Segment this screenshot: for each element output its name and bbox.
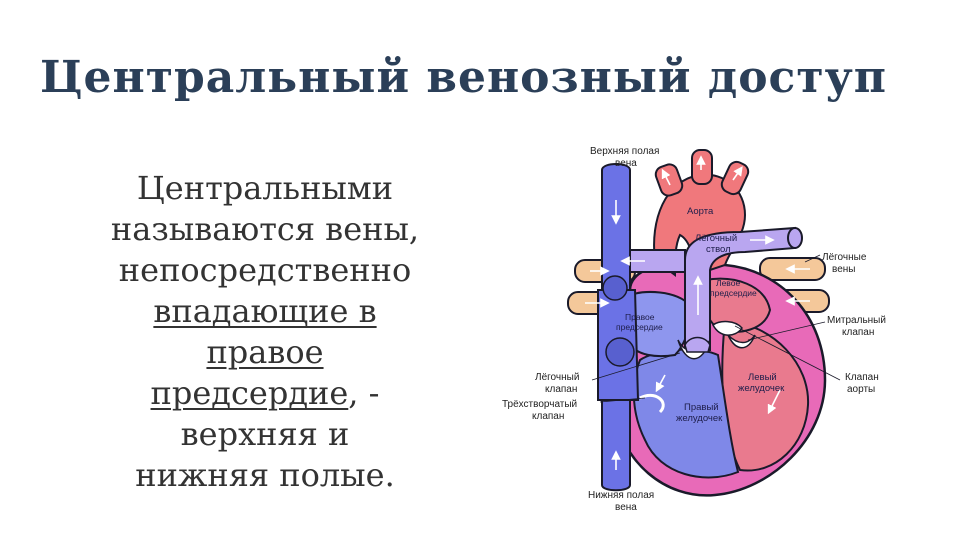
label-pulmonary-trunk: ствол bbox=[706, 244, 731, 255]
label-right-ventricle: Правый bbox=[684, 402, 719, 413]
body-line: , - bbox=[348, 374, 380, 412]
label-pulmonary-valve: клапан bbox=[545, 384, 577, 395]
label-aorta: Аорта bbox=[687, 206, 714, 217]
body-text: Центральными называются вены, непосредст… bbox=[80, 168, 450, 496]
body-line-link[interactable]: впадающие в bbox=[153, 292, 377, 330]
label-mitral-valve: Митральный bbox=[827, 315, 886, 326]
label-right-ventricle: желудочек bbox=[676, 413, 723, 424]
label-tricuspid-valve: Трёхстворчатый bbox=[502, 399, 577, 410]
aortic-valve bbox=[712, 320, 743, 336]
body-line: называются вены, bbox=[110, 210, 420, 248]
body-line: нижняя полые. bbox=[135, 456, 395, 494]
label-left-ventricle: желудочек bbox=[738, 383, 785, 394]
inferior-vena-cava bbox=[601, 379, 631, 492]
label-pulmonary-veins: Лёгочные bbox=[822, 252, 867, 263]
label-right-atrium: предсердие bbox=[616, 322, 663, 332]
heart-diagram: Верхняя полая вена Аорта Лёгочный ствол … bbox=[502, 146, 886, 513]
label-right-atrium: Правое bbox=[625, 312, 655, 322]
mitral-valve bbox=[727, 334, 756, 349]
body-line-link[interactable]: правое bbox=[206, 333, 324, 371]
label-ivc: вена bbox=[615, 502, 637, 513]
label-svc: вена bbox=[615, 158, 637, 169]
flow-arrows bbox=[585, 155, 810, 470]
label-pulmonary-veins: вены bbox=[832, 264, 855, 275]
body-line: верхняя и bbox=[180, 415, 350, 453]
label-pulmonary-valve: Лёгочный bbox=[535, 372, 579, 383]
label-aortic-valve: Клапан bbox=[845, 372, 879, 383]
pulmonary-valve bbox=[684, 336, 711, 353]
label-left-ventricle: Левый bbox=[748, 372, 777, 383]
body-line-link[interactable]: предсердие bbox=[150, 374, 349, 412]
label-aortic-valve: аорты bbox=[847, 384, 875, 395]
label-svc: Верхняя полая bbox=[590, 146, 659, 157]
label-pulmonary-trunk: Лёгочный bbox=[695, 233, 737, 244]
body-line: непосредственно bbox=[118, 251, 412, 289]
slide-title: Центральный венозный доступ bbox=[40, 52, 887, 103]
label-mitral-valve: клапан bbox=[842, 327, 874, 338]
label-left-atrium: предсердие bbox=[710, 288, 757, 298]
label-left-atrium: Левое bbox=[716, 278, 740, 288]
label-tricuspid-valve: клапан bbox=[532, 411, 564, 422]
body-line: Центральными bbox=[136, 169, 394, 207]
leader-lines bbox=[591, 254, 841, 403]
label-ivc: Нижняя полая bbox=[588, 490, 654, 501]
